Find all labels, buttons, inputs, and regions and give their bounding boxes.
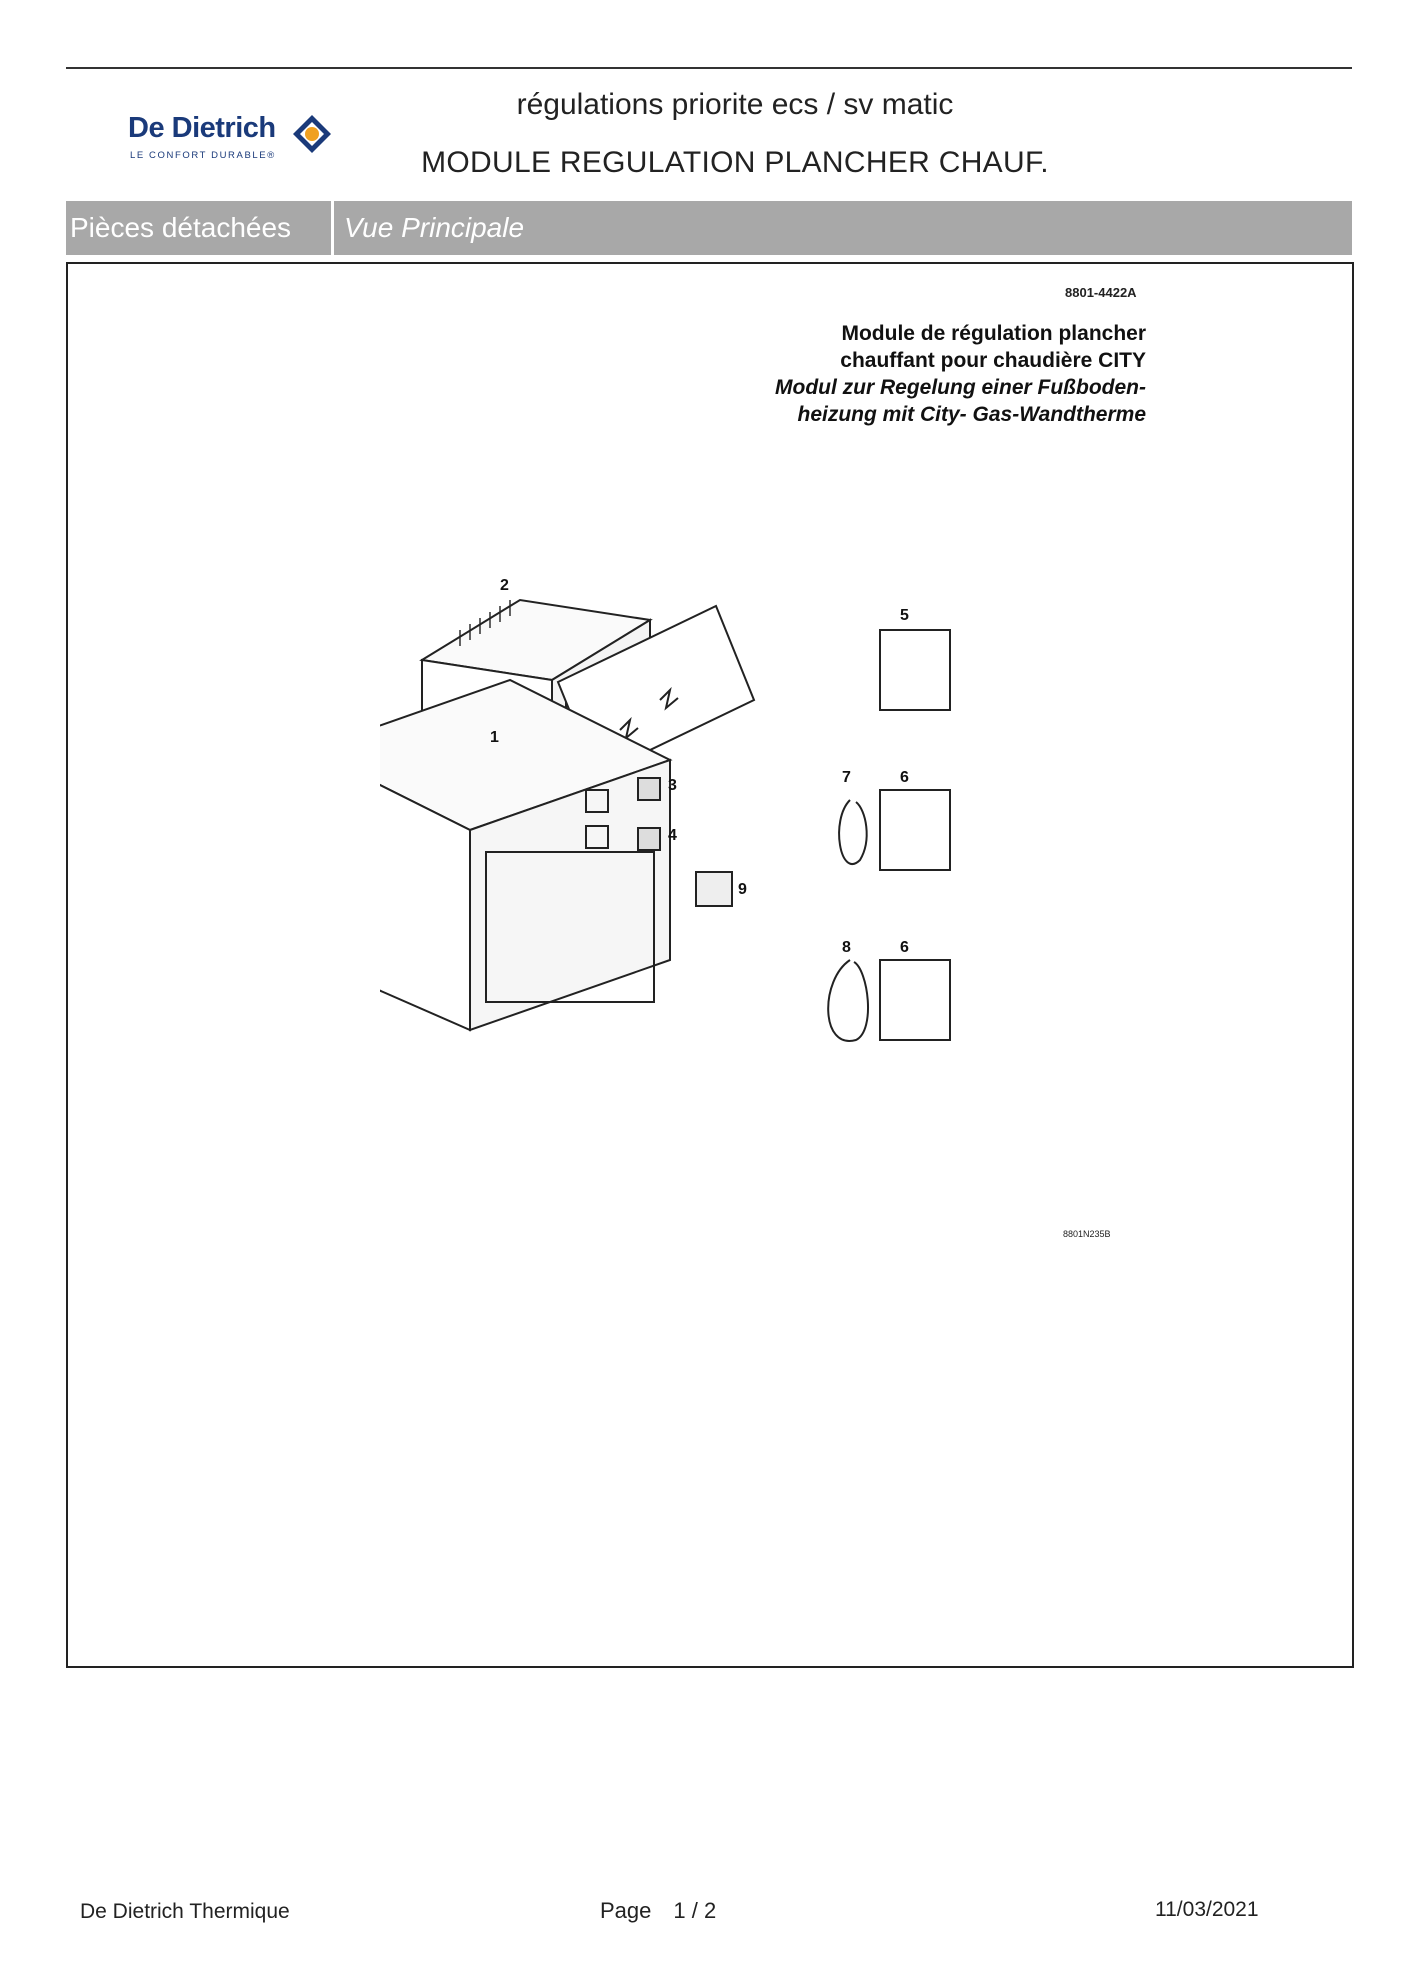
brand-logo: De Dietrich LE CONFORT DURABLE® [128, 112, 358, 168]
document-title: régulations priorite ecs / sv matic [516, 88, 954, 121]
top-divider [66, 67, 1352, 69]
exploded-view-svg: 2 1 3 4 5 6 6 7 8 9 [307, 577, 951, 1042]
tab-main-view[interactable]: Vue Principale [344, 212, 525, 243]
part-label-9: 9 [738, 881, 747, 898]
part-label-3: 3 [668, 777, 677, 794]
brand-name: De Dietrich [128, 112, 276, 144]
footer-date: 11/03/2021 [1155, 1898, 1259, 1921]
footer-company: De Dietrich Thermique [80, 1900, 290, 1923]
caption-de-line-1: Modul zur Regelung einer Fußboden- [775, 376, 1146, 399]
page-label: Page [600, 1898, 652, 1923]
part-label-7: 7 [842, 769, 851, 786]
brand-tagline: LE CONFORT DURABLE® [130, 150, 276, 161]
page-current: 1 [673, 1898, 686, 1923]
brand-diamond-icon [293, 115, 331, 153]
part-label-1: 1 [490, 729, 499, 746]
drawing-code: 8801N235B [1063, 1229, 1111, 1239]
part-label-6a: 6 [900, 769, 909, 786]
section-tabbar: Pièces détachées Vue Principale [66, 201, 1352, 255]
page-total: 2 [704, 1898, 717, 1923]
diagram-caption: Module de régulation plancher chauffant … [775, 320, 1146, 428]
diagram-frame [66, 262, 1354, 1668]
box-5-part [879, 629, 951, 711]
caption-de-line-2: heizung mit City- Gas-Wandtherme [797, 403, 1146, 426]
relay-9-part [695, 871, 733, 907]
housing-1-part [307, 678, 673, 1032]
part-label-5: 5 [900, 607, 909, 624]
caption-fr-line-2: chauffant pour chaudière CITY [840, 349, 1146, 372]
tab-spare-parts[interactable]: Pièces détachées [66, 201, 334, 255]
sensor-7-part [838, 799, 868, 865]
footer-pagination: Page 1 / 2 [600, 1898, 716, 1924]
reference-code: 8801-4422A [1065, 285, 1137, 300]
box-6a-part [879, 789, 951, 871]
cable-8-part [827, 959, 869, 1042]
part-label-6b: 6 [900, 939, 909, 956]
part-label-4: 4 [668, 827, 677, 844]
caption-fr-line-1: Module de régulation plancher [841, 322, 1146, 345]
part-label-2: 2 [500, 577, 509, 594]
box-6b-part [879, 959, 951, 1041]
part-label-8: 8 [842, 939, 851, 956]
switch-3-part [637, 777, 661, 801]
page-separator: / [691, 1898, 698, 1923]
document-subtitle: MODULE REGULATION PLANCHER CHAUF. [421, 146, 1049, 179]
exploded-parts-drawing: 2 1 3 4 5 6 6 7 8 9 [307, 560, 1080, 1240]
switch-4-part [637, 827, 661, 851]
